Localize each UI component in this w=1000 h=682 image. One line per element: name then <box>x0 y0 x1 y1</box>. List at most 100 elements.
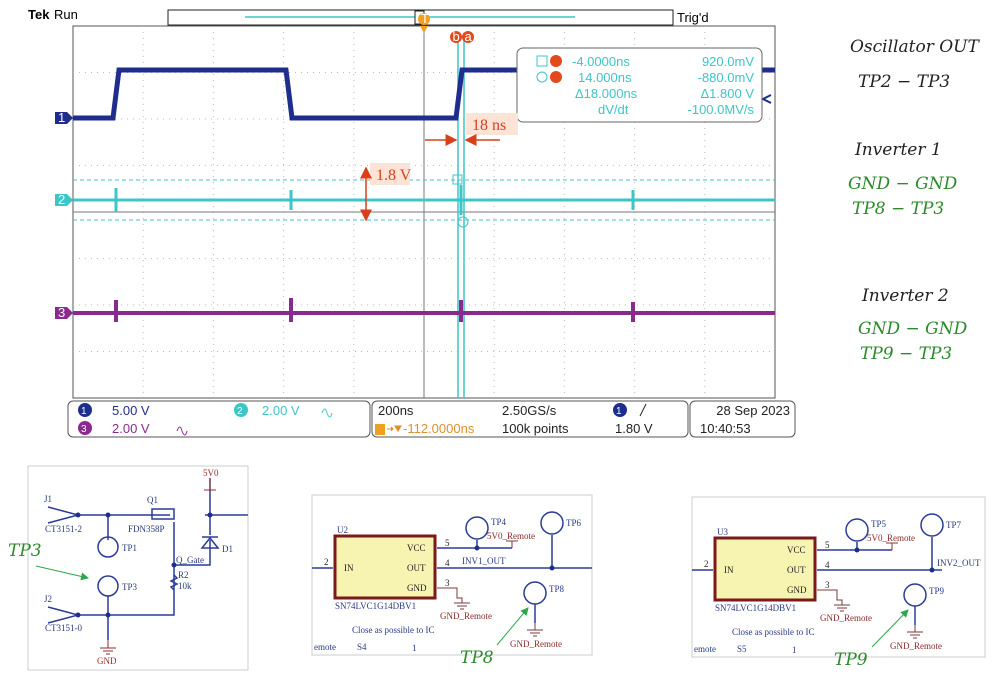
trigger-source-badge[interactable] <box>613 403 627 417</box>
trigger-offset-arrow-icon <box>387 425 402 432</box>
vertical-status-panel <box>67 400 371 438</box>
pin-vcc-label: VCC <box>407 543 426 553</box>
grid-lines <box>73 26 775 398</box>
ch2-bandwidth-icon <box>321 408 333 418</box>
time: 10:40:53 <box>700 421 751 436</box>
circle-cursor-icon <box>536 71 548 83</box>
record-length: 100k points <box>502 421 569 436</box>
ic-body <box>333 534 437 600</box>
cursor-b-readout-badge <box>550 71 562 83</box>
junction-dot <box>854 547 860 553</box>
cursor-b-label: b <box>453 29 460 44</box>
oscilloscope-screen: Tek Run Trig'd T b a 1 2 3 <box>28 7 796 438</box>
inverter2-title: Inverter 2 <box>861 286 949 306</box>
tp1-label: TP1 <box>122 543 137 553</box>
j2-label: J2 <box>44 594 52 604</box>
schematic-frame <box>27 465 249 671</box>
tp7-label: TP7 <box>946 520 962 530</box>
r2-label: R2 <box>178 570 189 580</box>
pin3-number: 3 <box>445 578 450 588</box>
tp8-callout: TP8 <box>460 648 494 668</box>
datetime-panel <box>689 400 796 438</box>
trigger-level: 1.80 V <box>615 421 653 436</box>
note-label: Close as possible to IC <box>352 625 435 635</box>
j2-part: CT3151-0 <box>45 623 82 633</box>
cursor-b-badge[interactable] <box>450 31 462 43</box>
ch3-marker-label: 3 <box>58 305 65 320</box>
pin-in-label: IN <box>344 563 354 573</box>
timebase: 200ns <box>378 403 414 418</box>
slope-value: -100.0MV/s <box>688 102 755 117</box>
ch1-badge[interactable] <box>78 403 92 417</box>
left-fragment: emote <box>314 642 336 652</box>
pin-gnd-label: GND <box>787 585 807 595</box>
ref-label: U2 <box>337 525 348 535</box>
num-label: 1 <box>412 643 417 653</box>
d1-label: D1 <box>222 544 233 554</box>
power-ground-symbols <box>100 478 216 655</box>
supply-label: 5V0_Remote <box>867 533 915 543</box>
net-out-label: INV2_OUT <box>937 558 981 568</box>
num-label: 1 <box>792 645 797 655</box>
left-fragment: emote <box>694 644 716 654</box>
inverter1-title: Inverter 1 <box>854 140 942 160</box>
note-label: Close as possible to IC <box>732 627 815 637</box>
part-label: SN74LVC1G14DBV1 <box>715 603 796 613</box>
cursor-a-label: a <box>465 29 473 44</box>
cursor-readout-box <box>516 47 763 123</box>
run-state: Run <box>54 7 78 22</box>
ch3-ground-marker[interactable] <box>55 307 73 319</box>
pin-in-label: IN <box>724 565 734 575</box>
q1-label: Q1 <box>147 495 158 505</box>
delta-time: Δ18.000ns <box>575 86 638 101</box>
cursor-a-voltage: 920.0mV <box>702 54 754 69</box>
junction-dot <box>474 545 480 551</box>
r2-value: 10k <box>178 581 192 591</box>
inverter2-gnd: GND − GND <box>858 319 968 339</box>
ch3-badge[interactable] <box>78 421 92 435</box>
cursor-b-voltage: -880.0mV <box>698 70 755 85</box>
trigger-label: T <box>421 11 429 26</box>
ch3-badge-label: 3 <box>81 424 87 435</box>
cursor-b-circle-icon <box>457 216 469 228</box>
sample-rate: 2.50GS/s <box>502 403 557 418</box>
ch3-scale: 2.00 V <box>112 421 150 436</box>
trigger-offset: -112.0000ns <box>403 421 475 436</box>
pin4-number: 4 <box>825 560 830 570</box>
supply-label: 5V0 <box>203 468 219 478</box>
ch1-waveform <box>73 67 775 121</box>
tp8-label: TP8 <box>549 584 565 594</box>
brand-logo: Tek <box>28 7 50 22</box>
tp9-callout: TP9 <box>834 650 868 670</box>
ch2-badge[interactable] <box>234 403 248 417</box>
schematic-oscillator: J1 CT3151-2 J2 CT3151-0 Q1 FDN358P TP1 T… <box>8 465 249 671</box>
tp4-label: TP4 <box>491 517 507 527</box>
schematic-inverter2: IN VCC OUT GND 2 5 4 3 U3 SN74LVC1G14DBV… <box>691 496 986 670</box>
gate-net-label: Q_Gate <box>176 555 204 565</box>
ch1-marker-label: 1 <box>58 110 65 125</box>
ch2-ground-marker[interactable] <box>55 194 73 206</box>
oscillator-title: Oscillator OUT <box>850 37 980 57</box>
ch1-scale: 5.00 V <box>112 403 150 418</box>
junction-dot <box>549 565 555 571</box>
sheet-label: S5 <box>737 644 747 654</box>
trigger-state: Trig'd <box>677 10 709 25</box>
pin-vcc-label: VCC <box>787 545 806 555</box>
trigger-icon <box>418 13 430 25</box>
ch2-badge-label: 2 <box>237 406 243 417</box>
tp9-label: TP9 <box>929 586 945 596</box>
power-ground-symbols <box>817 542 923 639</box>
amplitude-annotation: 1.8 V <box>376 167 412 184</box>
tp9-callout-arrow <box>871 609 909 648</box>
pin5-number: 5 <box>825 540 830 550</box>
trigger-offset-icon <box>375 424 385 435</box>
trigger-source-label: 1 <box>616 406 622 417</box>
cursor-a-badge[interactable] <box>462 31 474 43</box>
inverter2-probe: TP9 − TP3 <box>860 344 952 364</box>
gnd-label: GND <box>97 656 117 666</box>
tp3-label: TP3 <box>122 582 138 592</box>
ch1-ground-marker[interactable] <box>55 112 73 124</box>
tp8-callout-arrow <box>496 607 529 646</box>
pin3-number: 3 <box>825 580 830 590</box>
